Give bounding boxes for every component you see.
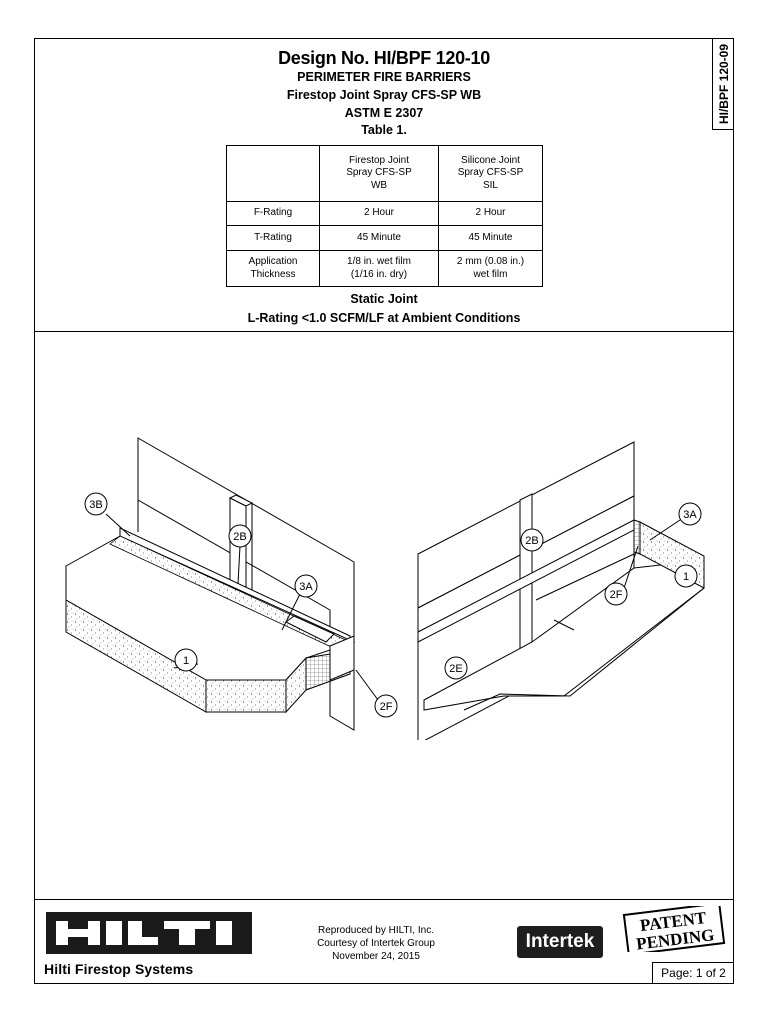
brand-name: Hilti Firestop Systems [44, 961, 194, 977]
callout-2e-label: 2E [449, 663, 462, 675]
header-divider [34, 331, 734, 332]
table-header-empty [226, 145, 320, 202]
reproduction-note: Reproduced by HILTI, Inc. Courtesy of In… [317, 925, 435, 962]
callout-2f-label: 2F [380, 701, 393, 713]
l-rating: L-Rating <1.0 SCFM/LF at Ambient Conditi… [247, 311, 521, 325]
callout-2b-right [520, 528, 544, 552]
row-label: T-Rating [226, 225, 320, 251]
callout-3b [84, 492, 108, 516]
standard-title: ASTM E 2307 [344, 106, 424, 120]
right-assembly [417, 441, 705, 740]
callout-1-label: 1 [183, 655, 189, 667]
callout-2f-right-label: 2F [610, 589, 623, 601]
product-title: Firestop Joint Spray CFS-SP WB [286, 88, 482, 102]
callout-3a-right-label: 3A [683, 509, 697, 521]
footer-divider [34, 899, 734, 900]
table-header-col2: Silicone Joint Spray CFS-SP SIL [438, 145, 543, 202]
callout-1 [174, 648, 198, 672]
callout-2b-right-label: 2B [525, 535, 538, 547]
page-number: Page: 1 of 2 [652, 962, 734, 984]
table-header-col1: Firestop Joint Spray CFS-SP WB [319, 145, 439, 202]
table-header-row: Firestop Joint Spray CFS-SP WB Silicone … [226, 145, 543, 202]
callout-2b [228, 524, 252, 548]
row-value: 2 Hour [319, 201, 439, 226]
hilti-logo-mark [56, 921, 232, 945]
patent-pending-stamp: PATENT PENDING [622, 906, 726, 952]
assembly-drawing: 3B 2B 3A 1 2F 2B 3A 2F 1 2E [65, 437, 705, 740]
callout-3a [294, 574, 318, 598]
callout-3a-right [678, 502, 702, 526]
side-tab: HI/BPF 120-09 [712, 38, 734, 130]
row-value: 2 Hour [438, 201, 543, 226]
table-row: T-Rating 45 Minute 45 Minute [226, 225, 543, 251]
table-row: F-Rating 2 Hour 2 Hour [226, 201, 543, 226]
joint-type: Static Joint [350, 292, 418, 306]
callout-3a-label: 3A [299, 581, 313, 593]
callout-2b-label: 2B [233, 531, 246, 543]
right-callouts: 2B 3A 2F 1 2E [444, 502, 702, 680]
intertek-logo: Intertek [517, 926, 603, 958]
callout-2f [374, 694, 398, 718]
row-value: 45 Minute [319, 225, 439, 251]
callout-3b-label: 3B [89, 499, 102, 511]
callout-2f-right [604, 582, 628, 606]
row-value: 1/8 in. wet film (1/16 in. dry) [319, 250, 439, 287]
design-number: Design No. HI/BPF 120-10 [278, 48, 490, 68]
row-label: F-Rating [226, 201, 320, 226]
left-callouts: 3B 2B 3A 1 2F [84, 492, 398, 718]
callout-2e [444, 656, 468, 680]
row-value: 2 mm (0.08 in.) wet film [438, 250, 543, 287]
table-row: Application Thickness 1/8 in. wet film (… [226, 250, 543, 287]
row-label: Application Thickness [226, 250, 320, 287]
callout-1-right [674, 564, 698, 588]
hilti-logo [46, 912, 252, 954]
row-value: 45 Minute [438, 225, 543, 251]
document-frame [34, 38, 734, 984]
category-title: PERIMETER FIRE BARRIERS [297, 70, 471, 84]
callout-1-right-label: 1 [683, 571, 689, 583]
table-title: Table 1. [361, 123, 407, 137]
ratings-table: Firestop Joint Spray CFS-SP WB Silicone … [226, 145, 543, 287]
